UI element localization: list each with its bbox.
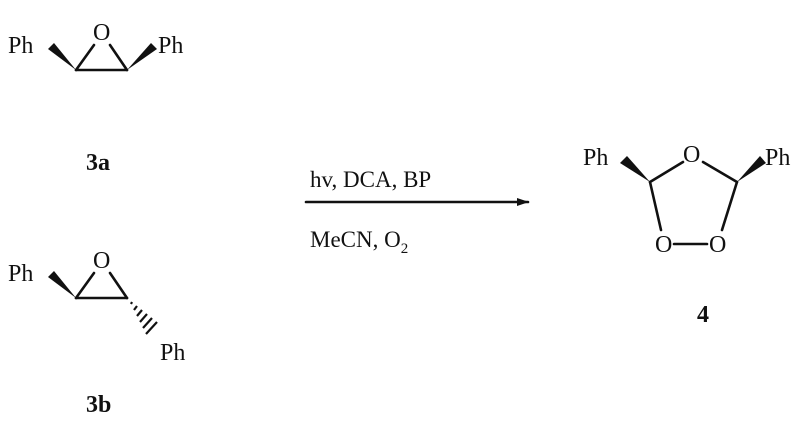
compound-4-bottom-left-oxygen: O: [655, 232, 672, 258]
compound-3b-right-hash: [130, 301, 158, 335]
compound-3b-co-bond-left: [74, 271, 96, 300]
compound-3b-structure: Ph O Ph: [8, 248, 185, 366]
compound-4-right-ph: Ph: [765, 145, 790, 171]
reaction-arrow-group: hv, DCA, BP MeCN, O2: [304, 167, 530, 257]
conditions-below-main: MeCN, O: [310, 227, 401, 252]
conditions-below-subscript: 2: [401, 241, 409, 257]
compound-4-left-wedge: [620, 156, 650, 182]
compound-4-label: 4: [697, 302, 709, 328]
compound-3a-label: 3a: [86, 150, 110, 176]
conditions-above-arrow: hv, DCA, BP: [310, 167, 431, 192]
compound-4-c-o-bottom-left: [648, 180, 663, 232]
compound-3a-co-bond-left: [74, 43, 96, 72]
compound-4-c-o-top-left: [648, 160, 685, 184]
compound-4-o-c-top-right: [701, 160, 739, 184]
compound-3b-left-ph: Ph: [8, 261, 33, 287]
compound-3a-co-bond-right: [108, 43, 129, 72]
compound-4-bottom-right-oxygen: O: [709, 232, 726, 258]
compound-3a-right-ph: Ph: [158, 33, 183, 59]
compound-3a-oxygen: O: [93, 20, 110, 46]
compound-3a-left-ph: Ph: [8, 33, 33, 59]
compound-4-structure: Ph O Ph O O: [583, 142, 790, 258]
compound-3a-left-wedge: [48, 43, 76, 70]
compound-3b-label: 3b: [86, 392, 111, 418]
compound-3b-left-wedge: [48, 271, 76, 298]
compound-3b-co-bond-right: [108, 271, 129, 300]
compound-4-right-wedge: [737, 156, 766, 182]
compound-3a-structure: Ph O Ph: [8, 20, 183, 72]
compound-4-top-oxygen: O: [683, 142, 700, 168]
compound-4-c-o-bottom-right: [720, 180, 739, 232]
compound-3a-right-wedge: [127, 43, 157, 70]
compound-3b-oxygen: O: [93, 248, 110, 274]
conditions-below-arrow: MeCN, O2: [310, 227, 408, 257]
compound-4-left-ph: Ph: [583, 145, 608, 171]
compound-3b-right-ph: Ph: [160, 340, 185, 366]
